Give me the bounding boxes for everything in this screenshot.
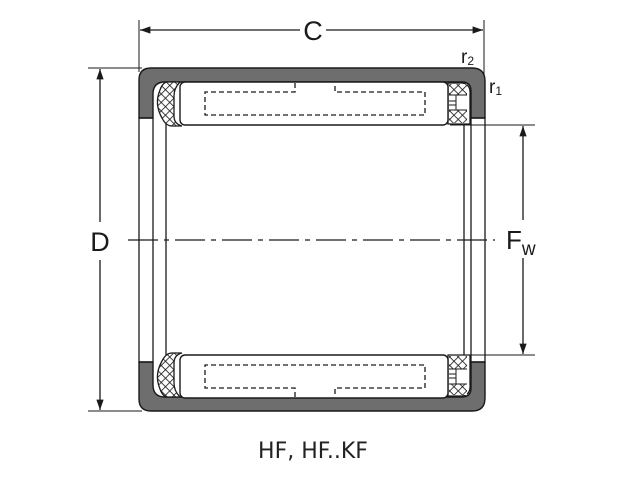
dimension-d: D bbox=[88, 67, 142, 412]
label-d: D bbox=[90, 227, 110, 257]
dimension-c: C bbox=[138, 16, 485, 86]
label-fw: Fw bbox=[506, 225, 536, 260]
right-seal-top bbox=[447, 82, 471, 125]
hidden-profile-top bbox=[204, 83, 426, 116]
left-seal-bottom bbox=[156, 352, 183, 398]
hidden-profile-bottom bbox=[204, 364, 426, 397]
right-seal-bottom bbox=[447, 354, 471, 397]
needle-roller-bottom bbox=[179, 354, 449, 399]
caption: HF, HF..KF bbox=[258, 439, 368, 464]
label-c: C bbox=[303, 16, 323, 46]
label-r2: r2 bbox=[461, 47, 474, 68]
left-seal-top bbox=[156, 81, 183, 127]
needle-roller-top bbox=[179, 81, 449, 126]
label-r1: r1 bbox=[489, 77, 502, 98]
